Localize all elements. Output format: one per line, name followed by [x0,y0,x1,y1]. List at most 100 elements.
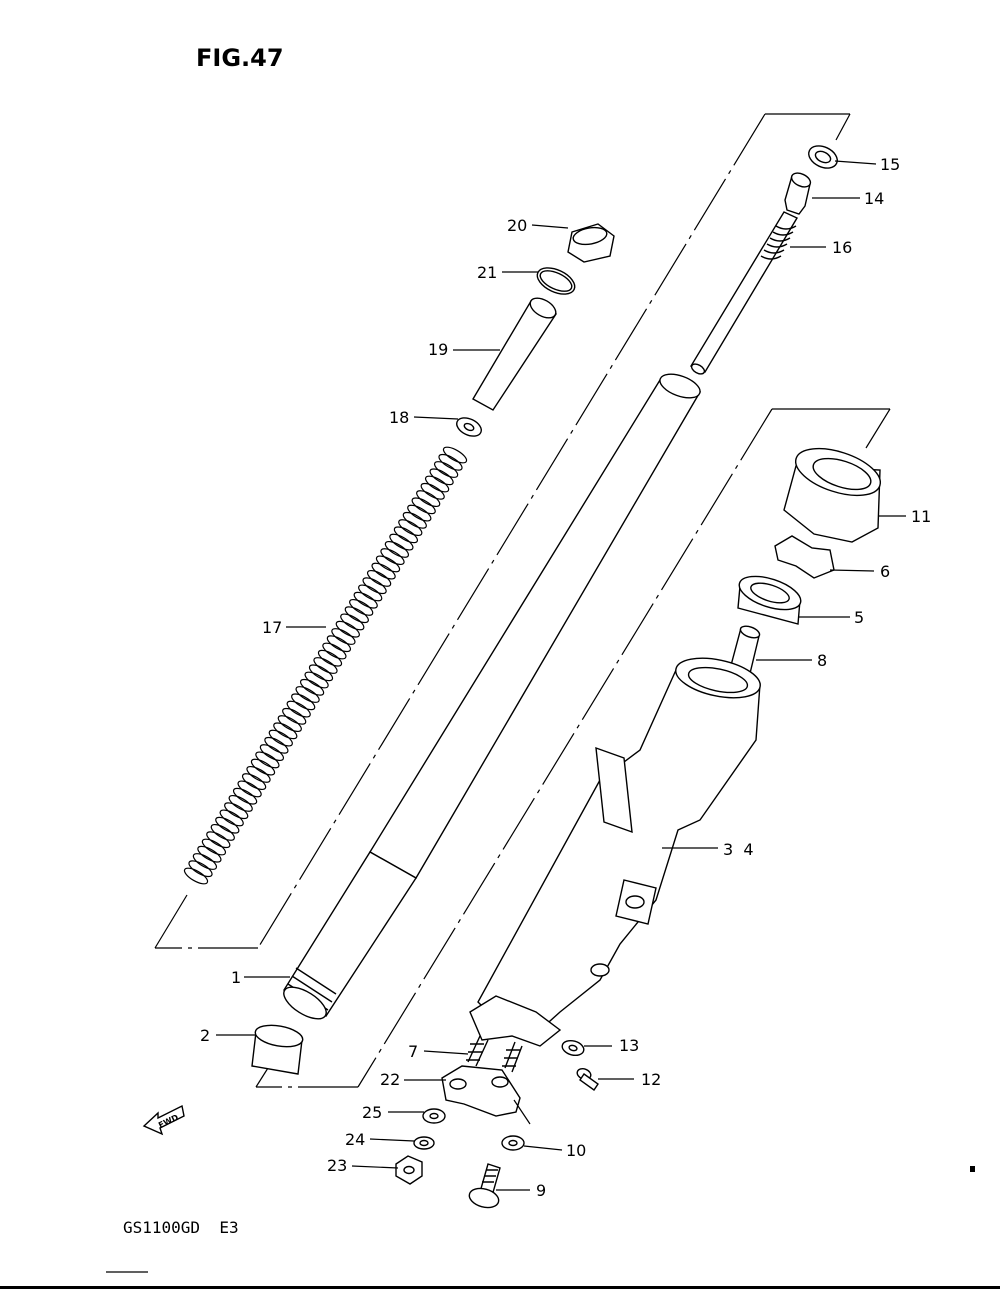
spring-coil [398,519,423,537]
figure-title: FIG.47 [196,44,284,72]
callout-labels: 15 14 16 20 21 19 18 17 11 6 5 8 3 4 1 2… [200,155,931,1200]
spring-coil [393,526,419,544]
spring-coil [362,577,387,595]
spring-coil [206,831,231,849]
spring-coil [317,649,343,667]
part-21-o-ring [536,267,576,295]
callout-7: 7 [408,1042,418,1061]
callout-14: 14 [864,189,884,208]
spring-coil [192,853,218,870]
spring-coil [433,461,459,478]
spring-coil [273,722,298,740]
spring-coil [268,729,293,747]
group-frame-inner-tube [154,113,851,949]
part-2-bushing [251,1024,304,1075]
callout-11: 11 [911,507,931,526]
part-17-fork-spring [183,446,468,885]
spring-coil [371,562,396,580]
spring-coil [188,860,213,878]
part-5-oil-seal [737,575,802,625]
callout-12: 12 [641,1070,661,1089]
part-3-4-outer-tube [469,657,761,1047]
spring-coil [380,548,405,566]
fwd-label: FWD [157,1113,180,1130]
spring-coil [232,787,258,805]
spring-coil [277,715,302,733]
spring-coil [429,468,454,486]
callout-24: 24 [345,1130,365,1149]
part-9-bolt [468,1163,501,1209]
part-14-damper-rod [689,172,812,375]
spring-coil [424,475,450,493]
spring-coil [286,700,311,718]
spring-coil [407,504,432,522]
spring-coil [442,446,468,464]
spring-coil [344,606,369,624]
callout-1: 1 [231,968,241,987]
spring-coil [237,780,262,798]
spring-coil [353,591,378,609]
leader-lines [216,160,906,1191]
callout-19: 19 [428,340,448,359]
stray-marks [106,1166,975,1273]
part-24-spring-washer [413,1136,435,1150]
spring-coil [250,758,276,776]
part-18-washer [456,417,482,437]
part-11-dust-seal [783,447,882,543]
spring-coil [228,794,253,812]
spring-coil [308,664,334,682]
callout-18: 18 [389,408,409,427]
callout-23: 23 [327,1156,347,1175]
part-12-screw [576,1068,599,1091]
part-7-studs [466,1035,523,1073]
spring-coil [201,838,227,856]
spring-coil [197,845,222,863]
callout-2: 2 [200,1026,210,1045]
spring-coil [219,809,244,827]
part-10-washer [501,1135,525,1151]
group-frame-outer-tube [255,408,891,1088]
callout-10: 10 [566,1141,586,1160]
callout-17: 17 [262,618,282,637]
model-code: GS1100GD E3 [123,1218,239,1237]
spring-coil [291,693,316,711]
callout-22: 22 [380,1070,400,1089]
spring-coil [295,686,320,703]
spring-coil [331,628,356,645]
callout-13: 13 [619,1036,639,1055]
spring-coil [246,765,271,783]
spring-coil [389,533,414,551]
part-19-spacer [472,297,558,411]
part-22-axle-holder [441,1065,521,1117]
callout-6: 6 [880,562,890,581]
part-6-circlip [774,535,835,579]
spring-coil [282,707,307,725]
callout-15: 15 [880,155,900,174]
spring-coil [183,867,209,885]
part-25-washer [422,1108,446,1124]
callout-16: 16 [832,238,852,257]
spring-coil [313,657,338,674]
spring-coil [335,620,360,638]
callout-25: 25 [362,1103,382,1122]
spring-coil [322,642,347,660]
spring-coil [340,613,365,631]
fwd-arrow-icon: FWD [142,1104,185,1136]
spring-coil [255,751,280,769]
spring-coil [224,802,249,820]
spring-coil [299,678,325,696]
spring-coil [304,671,329,689]
callout-3-4: 3 4 [723,840,754,859]
spring-coil [210,823,235,841]
spring-coil [420,482,445,500]
spring-coil [259,744,285,762]
spring-coil [241,773,267,791]
spring-coil [438,453,463,471]
spring-coil [411,497,436,515]
callout-9: 9 [536,1181,546,1200]
part-16-rebound-spring [760,225,797,260]
part-23-nut [395,1155,423,1185]
part-1-inner-tube [283,373,702,1020]
spring-coil [384,540,410,558]
